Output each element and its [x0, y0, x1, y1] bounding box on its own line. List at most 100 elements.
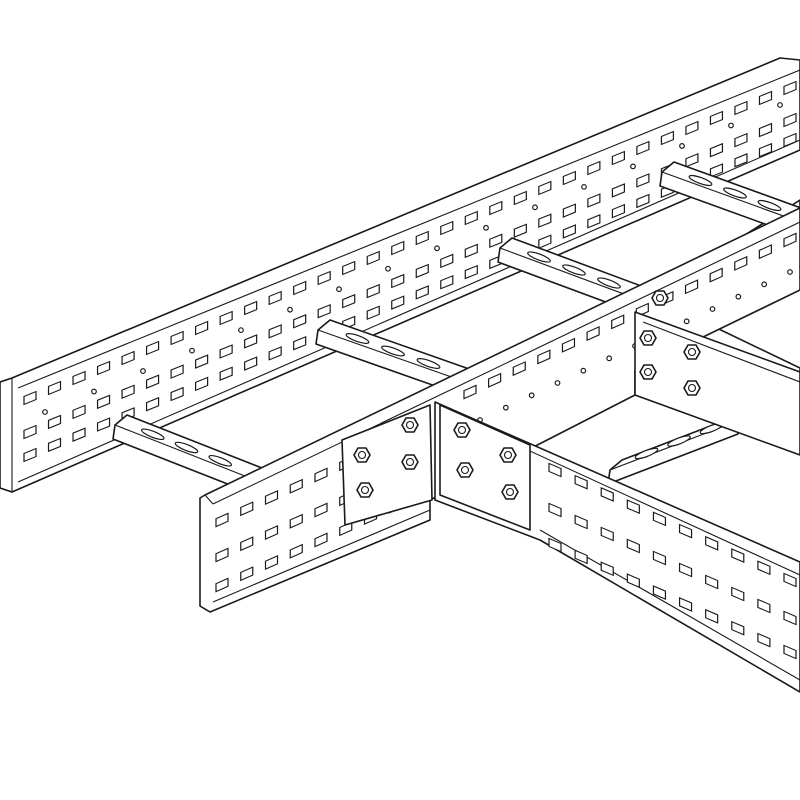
rail-slot-hole: [574, 514, 588, 530]
rail-round-hole: [554, 380, 561, 386]
bolt-head: [643, 333, 653, 343]
rung-slot: [757, 199, 782, 212]
rail-slot-hole: [757, 598, 771, 614]
bolt-head: [687, 347, 697, 357]
rail-round-hole: [502, 404, 509, 411]
back-rail-holes: [23, 80, 797, 463]
rail-slot-hole: [489, 233, 503, 249]
rail-slot-hole: [587, 160, 601, 176]
rail-slot-hole: [562, 203, 576, 218]
rung-slot: [634, 447, 659, 460]
rail-slot-hole: [783, 132, 797, 148]
rail-slot-hole: [611, 314, 625, 330]
rail-slot-hole: [96, 360, 111, 376]
rail-slot-hole: [757, 632, 771, 648]
rail-slot-hole: [626, 538, 640, 554]
rail-slot-hole: [626, 573, 640, 589]
rail-slot-hole: [734, 255, 748, 271]
rail-slot-hole: [314, 502, 328, 518]
rail-slot-hole: [783, 232, 797, 248]
rail-slot-hole: [464, 210, 478, 226]
rail-slot-hole: [757, 560, 771, 576]
rail-slot-hole: [513, 190, 527, 206]
rail-round-hole: [434, 245, 440, 252]
rung-slot: [527, 251, 551, 263]
rail-slot-hole: [170, 364, 184, 379]
bolt-nut: [401, 417, 419, 433]
rail-round-hole: [483, 224, 489, 231]
rail-slot-hole: [587, 214, 601, 229]
rail-slot-hole: [342, 293, 356, 309]
rail-slot-hole: [709, 142, 724, 158]
rail-slot-hole: [47, 414, 62, 430]
ladder-rungs: [112, 161, 800, 493]
rail-slot-hole: [600, 487, 614, 502]
rail-slot-hole: [440, 220, 454, 236]
rung-slot: [140, 428, 165, 441]
rail-round-hole: [679, 143, 685, 149]
rail-slot-hole: [293, 335, 307, 351]
rail-slot-hole: [611, 203, 625, 219]
rail-slot-hole: [121, 384, 135, 400]
rail-slot-hole: [574, 474, 588, 490]
rail-slot-hole: [709, 267, 723, 283]
rail-slot-hole: [244, 356, 258, 371]
rail-slot-hole: [96, 394, 111, 410]
bolt-nut: [499, 447, 517, 463]
rail-slot-hole: [391, 295, 405, 310]
rail-slot-hole: [219, 366, 233, 381]
rail-slot-hole: [23, 424, 37, 440]
rail-round-hole: [735, 293, 742, 300]
rung-slot: [723, 187, 747, 199]
rail-slot-hole: [23, 390, 37, 406]
bolt-nut: [356, 482, 374, 498]
rung-slot: [174, 441, 199, 454]
bolt-nut: [353, 447, 371, 463]
rail-slot-hole: [195, 320, 209, 336]
rail-slot-hole: [145, 374, 160, 389]
rail-slot-hole: [72, 427, 86, 442]
rail-slot-hole: [561, 337, 576, 353]
rail-slot-hole: [512, 361, 526, 377]
rail-slot-hole: [587, 193, 601, 208]
rail-slot-hole: [215, 512, 229, 528]
rail-slot-hole: [783, 112, 797, 128]
rail-round-hole: [580, 367, 587, 374]
rail-slot-hole: [170, 330, 184, 346]
rail-slot-hole: [586, 325, 600, 342]
rail-slot-hole: [626, 499, 640, 515]
rail-slot-hole: [415, 263, 429, 279]
rail-slot-hole: [264, 554, 279, 571]
rail-slot-hole: [600, 561, 614, 577]
rail-slot-hole: [600, 526, 614, 542]
rung-slot: [562, 264, 586, 276]
rail-slot-hole: [145, 396, 160, 412]
rail-slot-hole: [391, 273, 405, 289]
rung-slot: [688, 174, 713, 187]
rail-slot-hole: [636, 193, 650, 209]
bolt-nut: [639, 330, 657, 346]
bolt-head: [505, 487, 515, 497]
rail-slot-hole: [219, 344, 233, 359]
rail-slot-hole: [415, 230, 429, 246]
rail-slot-hole: [342, 260, 356, 276]
rung-slot: [416, 358, 441, 369]
rail-slot-hole: [731, 586, 745, 602]
rail-slot-hole: [652, 585, 667, 600]
bolt-head: [457, 425, 467, 435]
rail-slot-hole: [314, 467, 328, 483]
rung-edge: [317, 329, 461, 381]
rail-slot-hole: [23, 447, 37, 463]
rail-slot-hole: [611, 183, 625, 198]
rail-slot-hole: [268, 290, 282, 306]
rail-slot-hole: [314, 532, 328, 548]
bolt-nut: [683, 344, 701, 360]
rail-slot-hole: [705, 608, 719, 624]
rail-slot-hole: [440, 274, 454, 290]
rail-slot-hole: [611, 150, 625, 166]
rail-slot-hole: [289, 543, 303, 559]
rail-slot-hole: [731, 548, 745, 563]
rail-slot-hole: [513, 223, 527, 238]
bolt-nut: [683, 380, 701, 396]
rail-slot-hole: [758, 122, 773, 138]
